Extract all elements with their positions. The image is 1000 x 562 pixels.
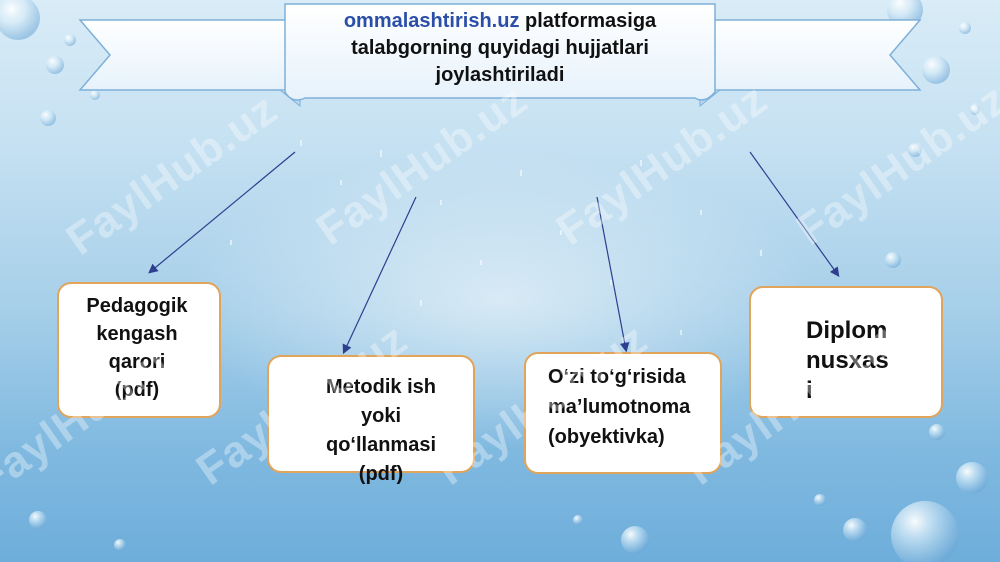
doc-line: (obyektivka) (548, 426, 665, 448)
doc-line: kengash (96, 323, 178, 345)
ribbon-right-tail (699, 19, 922, 91)
doc-box-malumotnoma: O‘zi to‘g‘risida ma’lumotnoma (obyektivk… (524, 352, 722, 474)
banner-line-3: joylashtiriladi (435, 64, 565, 86)
doc-line: i (806, 377, 813, 404)
doc-line: O‘zi to‘g‘risida (548, 366, 686, 388)
arrow-to-pedagogik (148, 151, 296, 274)
doc-box-pedagogik: Pedagogik kengash qarori (pdf) (57, 282, 221, 418)
banner-title: ommalashtirish.uz platformasiga talabgor… (292, 8, 708, 89)
doc-line: Pedagogik (86, 295, 188, 317)
doc-line: qarori (108, 351, 166, 373)
scroll-banner-shape (78, 3, 922, 108)
doc-line: ma’lumotnoma (548, 396, 691, 418)
banner-line-1: ommalashtirish.uz platformasiga (292, 8, 708, 35)
banner-line-2: talabgorning quyidagi hujjatlari (351, 37, 649, 59)
site-name: ommalashtirish.uz (343, 10, 520, 32)
doc-line: Metodik ish (325, 376, 436, 398)
ribbon-left-tail (78, 19, 301, 91)
doc-line: Diplom (806, 317, 888, 344)
doc-line: (pdf) (358, 463, 404, 485)
doc-box-metodik: Metodik ish yoki qo‘llanmasi (pdf) (267, 355, 475, 485)
ribbon-center (284, 3, 716, 101)
doc-box-diplom: Diplom nusxas i (749, 286, 943, 418)
doc-line: qo‘llanmasi (325, 434, 437, 456)
doc-line: yoki (360, 405, 402, 427)
doc-line: nusxas (806, 347, 889, 374)
arrow-to-metodik (342, 196, 417, 355)
doc-line: (pdf) (114, 379, 160, 401)
arrow-to-malumotnoma (596, 196, 630, 353)
arrow-to-diplom (749, 151, 840, 277)
banner-line-1-rest: platformasiga (519, 10, 657, 32)
